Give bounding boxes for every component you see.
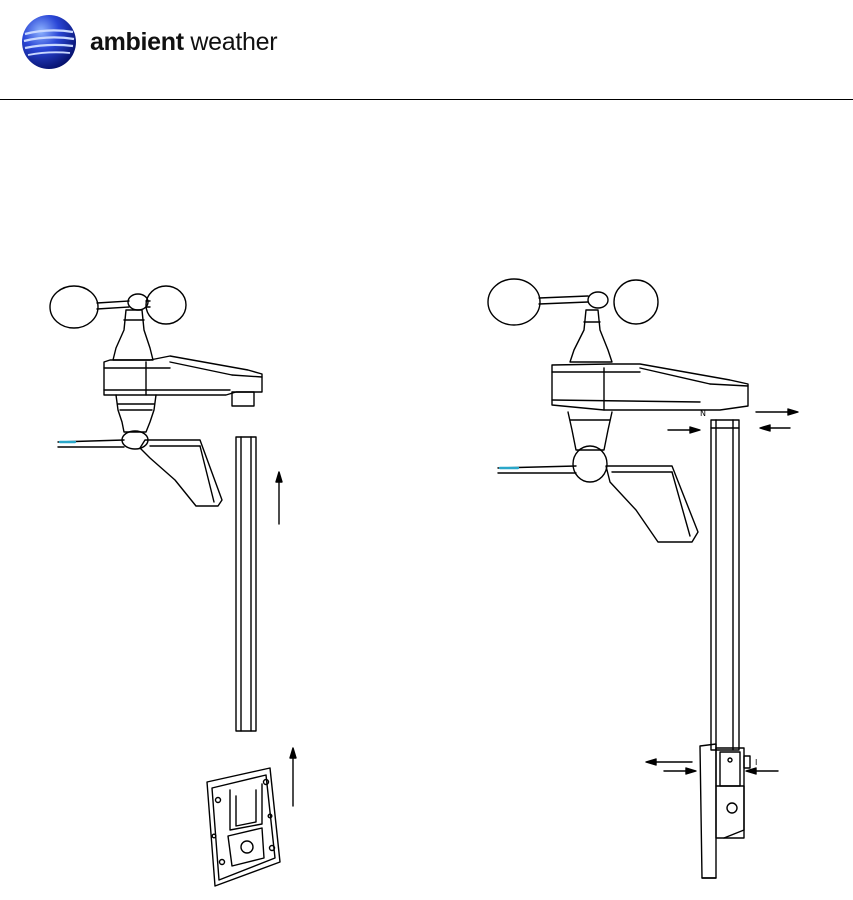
mounting-bracket-left xyxy=(207,768,280,886)
mounting-pole-right xyxy=(711,420,739,750)
anemometer-assembled-icon: N I xyxy=(488,279,798,878)
wind-vane-right xyxy=(498,466,698,542)
wind-cups-left xyxy=(50,286,186,328)
anemometer-disassembled-icon xyxy=(50,286,296,886)
svg-text:N: N xyxy=(700,409,706,418)
wind-cups-right xyxy=(488,279,658,325)
wind-vane-left xyxy=(58,440,222,506)
mounting-pole-left xyxy=(236,437,256,731)
svg-text:I: I xyxy=(755,758,757,767)
mounting-bracket-right xyxy=(700,744,750,878)
